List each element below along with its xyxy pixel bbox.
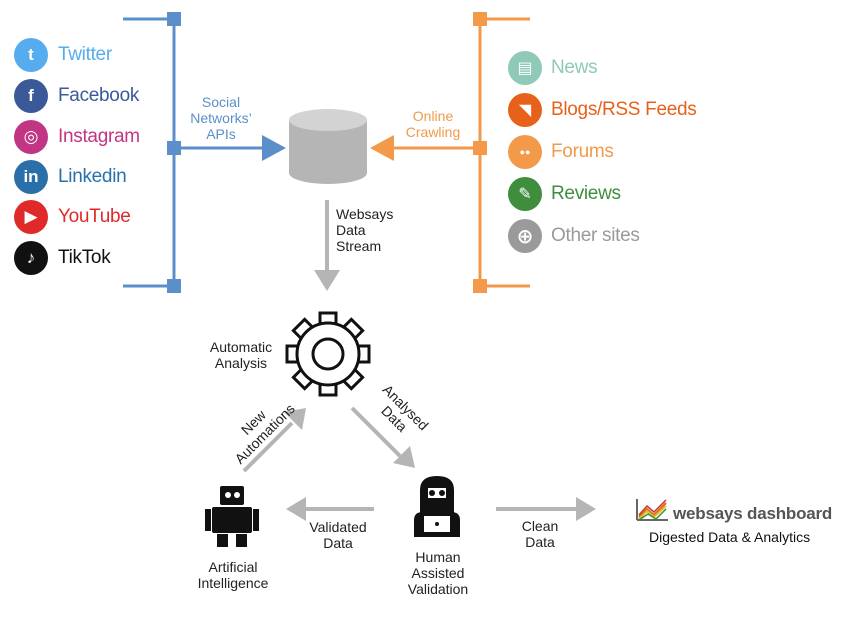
youtube-icon: ▶ bbox=[14, 200, 48, 234]
source-label: Forums bbox=[551, 141, 614, 162]
source-reviews[interactable]: ✎ Reviews bbox=[508, 177, 621, 211]
source-tiktok[interactable]: ♪ TikTok bbox=[14, 241, 111, 275]
source-label: Linkedin bbox=[58, 166, 127, 187]
validated-data-arrow bbox=[286, 497, 374, 521]
source-forums[interactable]: ●● Forums bbox=[508, 135, 614, 169]
source-label: YouTube bbox=[58, 206, 131, 227]
social-bracket bbox=[123, 17, 262, 288]
dashboard-logo-icon bbox=[636, 499, 668, 521]
source-label: Blogs/RSS Feeds bbox=[551, 99, 697, 120]
twitter-icon: t bbox=[14, 38, 48, 72]
source-label: Other sites bbox=[551, 225, 640, 246]
tiktok-icon: ♪ bbox=[14, 241, 48, 275]
social-bracket-nodes bbox=[167, 12, 286, 293]
database-icon bbox=[289, 109, 367, 184]
news-icon: ▤ bbox=[508, 51, 542, 85]
source-label: Twitter bbox=[58, 44, 112, 65]
crawl-arrow bbox=[370, 135, 394, 161]
facebook-icon: f bbox=[14, 79, 48, 113]
clean-data-arrow bbox=[496, 497, 596, 521]
data-stream-arrow bbox=[314, 200, 340, 291]
source-other-sites[interactable]: ⊕ Other sites bbox=[508, 219, 640, 253]
source-twitter[interactable]: t Twitter bbox=[14, 38, 112, 72]
source-linkedin[interactable]: in Linkedin bbox=[14, 160, 127, 194]
source-label: Facebook bbox=[58, 85, 140, 106]
rss-icon: ◥ bbox=[508, 93, 542, 127]
source-label: Reviews bbox=[551, 183, 621, 204]
analysed-data-arrow bbox=[350, 406, 415, 468]
source-label: Instagram bbox=[58, 126, 140, 147]
dashboard-brand: websays dashboard bbox=[673, 504, 833, 523]
dashboard-subtitle: Digested Data & Analytics bbox=[649, 529, 811, 545]
linkedin-icon: in bbox=[14, 160, 48, 194]
robot-icon bbox=[205, 486, 259, 547]
forums-icon: ●● bbox=[508, 135, 542, 169]
reviews-icon: ✎ bbox=[508, 177, 542, 211]
source-facebook[interactable]: f Facebook bbox=[14, 79, 139, 113]
gear-icon bbox=[285, 311, 371, 397]
globe-icon: ⊕ bbox=[508, 219, 542, 253]
new-automations-arrow bbox=[242, 408, 306, 473]
human-validator-icon bbox=[414, 476, 460, 537]
source-news[interactable]: ▤ News bbox=[508, 51, 598, 85]
instagram-icon: ◎ bbox=[14, 120, 48, 154]
source-blogs-rss[interactable]: ◥ Blogs/RSS Feeds bbox=[508, 93, 697, 127]
web-bracket-nodes bbox=[370, 12, 487, 293]
social-api-arrow bbox=[262, 135, 286, 161]
source-label: News bbox=[551, 57, 598, 78]
source-label: TikTok bbox=[58, 247, 111, 268]
source-youtube[interactable]: ▶ YouTube bbox=[14, 200, 131, 234]
source-instagram[interactable]: ◎ Instagram bbox=[14, 120, 140, 154]
